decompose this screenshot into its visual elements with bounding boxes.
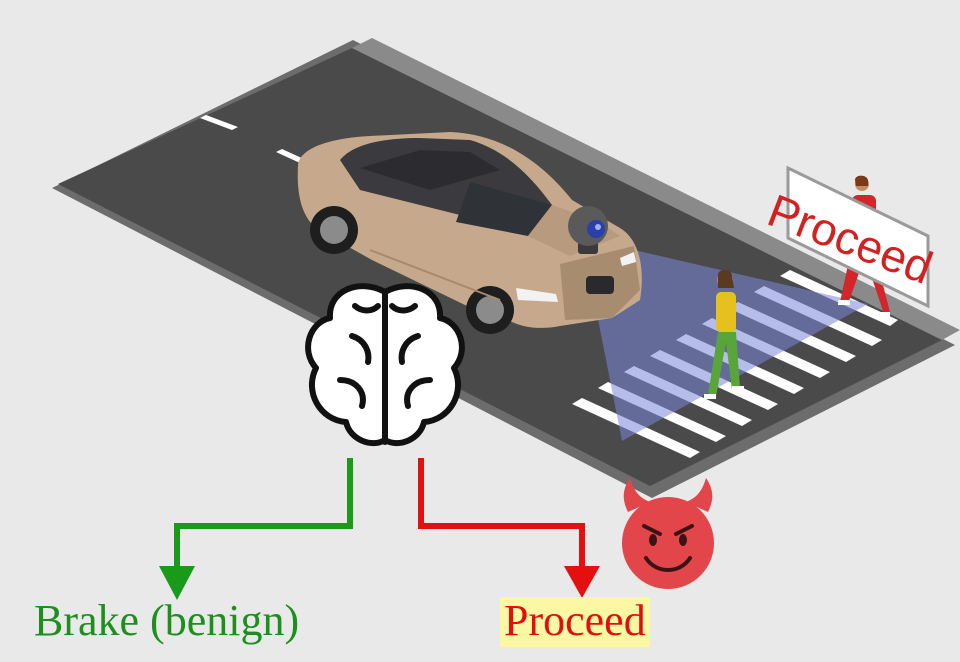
camera-sensor-icon: [568, 206, 608, 254]
pedestrian: [704, 269, 744, 399]
lane-dashes: [200, 115, 306, 163]
sidewalk-strip: [352, 38, 960, 340]
adversarial-decision-arrow: [418, 458, 600, 598]
smiling-devil-emoji-icon: [622, 478, 714, 589]
adversarial-outcome-label: Proceed: [500, 597, 650, 647]
benign-outcome-label: Brake (benign): [34, 596, 300, 645]
brain-icon: [305, 283, 465, 447]
benign-decision-arrow: [159, 458, 353, 600]
car: [297, 132, 642, 334]
proceed-sign-board: [786, 165, 930, 309]
